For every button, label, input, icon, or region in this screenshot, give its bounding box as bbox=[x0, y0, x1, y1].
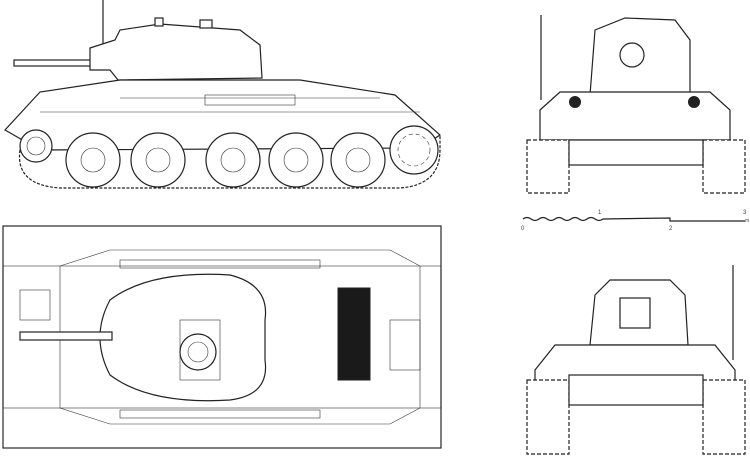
mantlet bbox=[619, 42, 645, 68]
rear-view bbox=[526, 265, 746, 455]
road-wheel bbox=[268, 132, 324, 188]
top-view bbox=[2, 225, 442, 449]
front-view bbox=[526, 15, 746, 194]
road-wheel bbox=[65, 132, 121, 188]
engine-grille bbox=[337, 287, 371, 381]
cupola bbox=[154, 17, 164, 27]
turret-top bbox=[99, 273, 267, 402]
idler-wheel bbox=[19, 129, 53, 163]
drive-sprocket bbox=[389, 125, 439, 175]
scale-label-1: 1 bbox=[598, 210, 602, 216]
side-view bbox=[4, 0, 441, 189]
road-wheel bbox=[130, 132, 186, 188]
track-guard-right bbox=[2, 407, 442, 449]
road-wheel bbox=[330, 132, 386, 188]
track-left bbox=[526, 379, 570, 455]
turret bbox=[89, 23, 263, 81]
track-right bbox=[702, 379, 746, 455]
scale-unit: m bbox=[745, 218, 750, 224]
track-guard-left bbox=[2, 225, 442, 267]
scale-label-0: 0 bbox=[521, 226, 525, 232]
scale-label-2: 2 bbox=[669, 226, 673, 232]
cupola-top bbox=[179, 333, 217, 371]
track-right bbox=[702, 139, 746, 194]
track-left bbox=[526, 139, 570, 194]
track bbox=[18, 135, 441, 189]
gun-barrel-top bbox=[19, 331, 113, 341]
scale-bar bbox=[522, 216, 745, 222]
gun-barrel bbox=[13, 59, 95, 67]
road-wheel bbox=[205, 132, 261, 188]
hull-front bbox=[539, 91, 731, 141]
scale-label-3: 3 bbox=[743, 210, 747, 216]
